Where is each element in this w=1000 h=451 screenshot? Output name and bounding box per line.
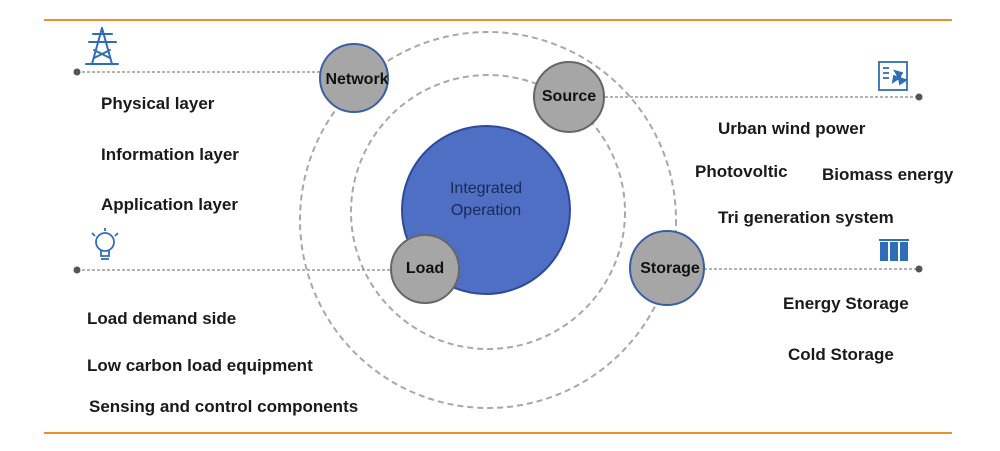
network-item-physical: Physical layer bbox=[101, 94, 215, 113]
connector-source bbox=[605, 93, 923, 101]
network-item-information: Information layer bbox=[101, 145, 239, 164]
outer-orbit-ring bbox=[299, 31, 677, 409]
connector-storage bbox=[704, 265, 923, 273]
load-item-low-carbon: Low carbon load equipment bbox=[87, 356, 313, 375]
source-node bbox=[533, 61, 605, 133]
load-item-demand-side: Load demand side bbox=[87, 309, 237, 328]
center-label-line1: Integrated bbox=[449, 180, 523, 197]
storage-item-energy: Energy Storage bbox=[783, 294, 909, 313]
source-item-tri-generation: Tri generation system bbox=[718, 208, 894, 227]
load-node-label: Load bbox=[405, 260, 445, 277]
center-label-line2: Operation bbox=[450, 202, 522, 219]
storage-node bbox=[629, 230, 705, 306]
connector-network bbox=[73, 68, 320, 76]
load-node bbox=[390, 234, 460, 304]
network-item-application: Application layer bbox=[101, 195, 238, 214]
light-bulb-icon bbox=[91, 228, 119, 260]
source-item-biomass: Biomass energy bbox=[822, 165, 954, 184]
battery-storage-icon bbox=[879, 239, 909, 261]
storage-node-label: Storage bbox=[640, 260, 700, 277]
transmission-tower-icon bbox=[85, 27, 119, 65]
network-node bbox=[319, 43, 389, 113]
connector-load bbox=[73, 266, 392, 274]
inner-orbit-ring bbox=[350, 74, 626, 350]
source-item-urban-wind: Urban wind power bbox=[718, 119, 866, 138]
integrated-operation-label: Integrated Operation bbox=[450, 178, 522, 222]
source-item-photovoltic: Photovoltic bbox=[695, 162, 788, 181]
load-item-sensing: Sensing and control components bbox=[89, 397, 359, 416]
wind-turbine-building-icon bbox=[878, 61, 909, 91]
network-node-label: Network bbox=[325, 71, 389, 88]
source-node-label: Source bbox=[541, 88, 597, 105]
storage-item-cold: Cold Storage bbox=[788, 345, 894, 364]
